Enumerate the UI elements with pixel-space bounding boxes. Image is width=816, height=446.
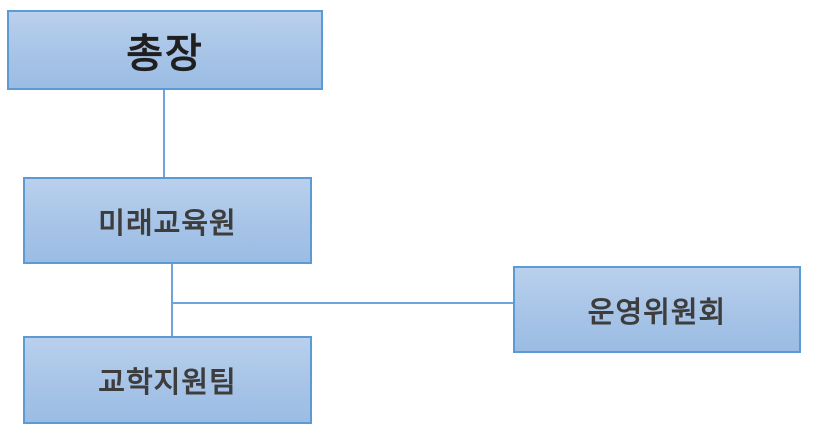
node-chancellor: 총장 [7,10,323,90]
connector-chancellor-future-edu [163,90,165,177]
node-academic-support-team: 교학지원팀 [23,336,312,424]
node-operating-committee: 운영위원회 [513,266,801,353]
node-chancellor-label: 총장 [126,32,204,76]
connector-future-edu-committee [171,302,513,304]
node-operating-committee-label: 운영위원회 [587,296,727,329]
connector-future-edu-support-team [171,264,173,336]
node-future-education-institute: 미래교육원 [23,177,312,264]
node-academic-support-team-label: 교학지원팀 [98,367,237,399]
node-future-education-institute-label: 미래교육원 [98,207,237,240]
